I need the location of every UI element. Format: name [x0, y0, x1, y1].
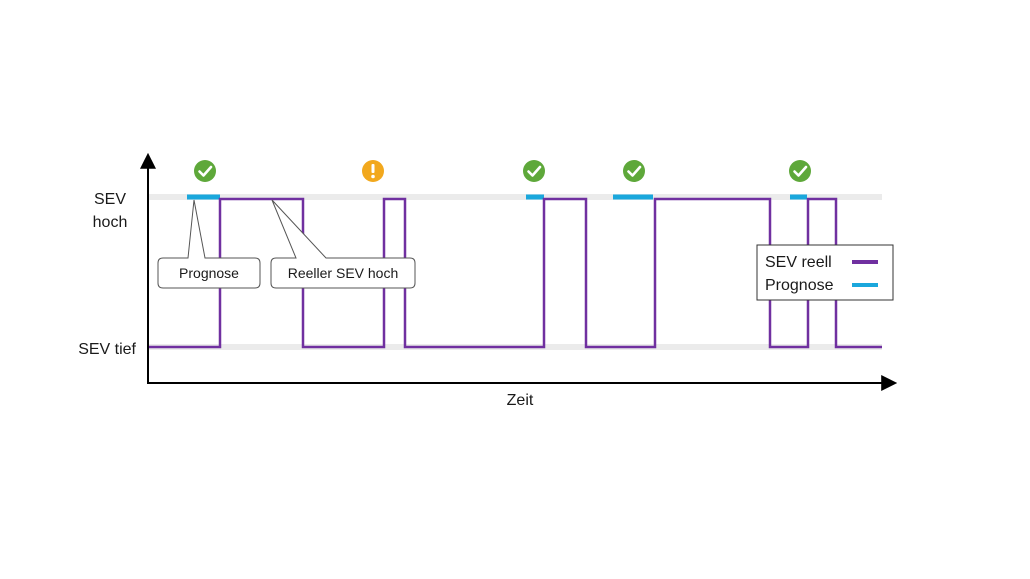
label-sev-hoch-line2: hoch [93, 214, 128, 231]
callout-reeller-bubble [270, 199, 416, 289]
callout-reeller-text: Reeller SEV hoch [288, 265, 399, 281]
callout-prognose: Prognose [157, 199, 261, 289]
legend-label-reell: SEV reell [765, 254, 832, 271]
check-icon-4 [623, 160, 645, 182]
callout-prognose-bubble [157, 199, 261, 289]
check-icon-5 [789, 160, 811, 182]
callout-reeller: Reeller SEV hoch [270, 199, 416, 289]
band-high [148, 194, 882, 200]
check-icon-3 [523, 160, 545, 182]
label-sev-hoch-line1: SEV [94, 191, 126, 208]
warning-icon-2 [362, 160, 384, 182]
label-sev-tief: SEV tief [78, 341, 136, 358]
check-icon-1 [194, 160, 216, 182]
callout-prognose-text: Prognose [179, 265, 239, 281]
legend: SEV reell Prognose [756, 244, 894, 301]
status-markers [194, 160, 811, 182]
legend-label-prognose: Prognose [765, 277, 834, 294]
label-zeit: Zeit [507, 392, 534, 409]
legend-box [756, 244, 894, 301]
